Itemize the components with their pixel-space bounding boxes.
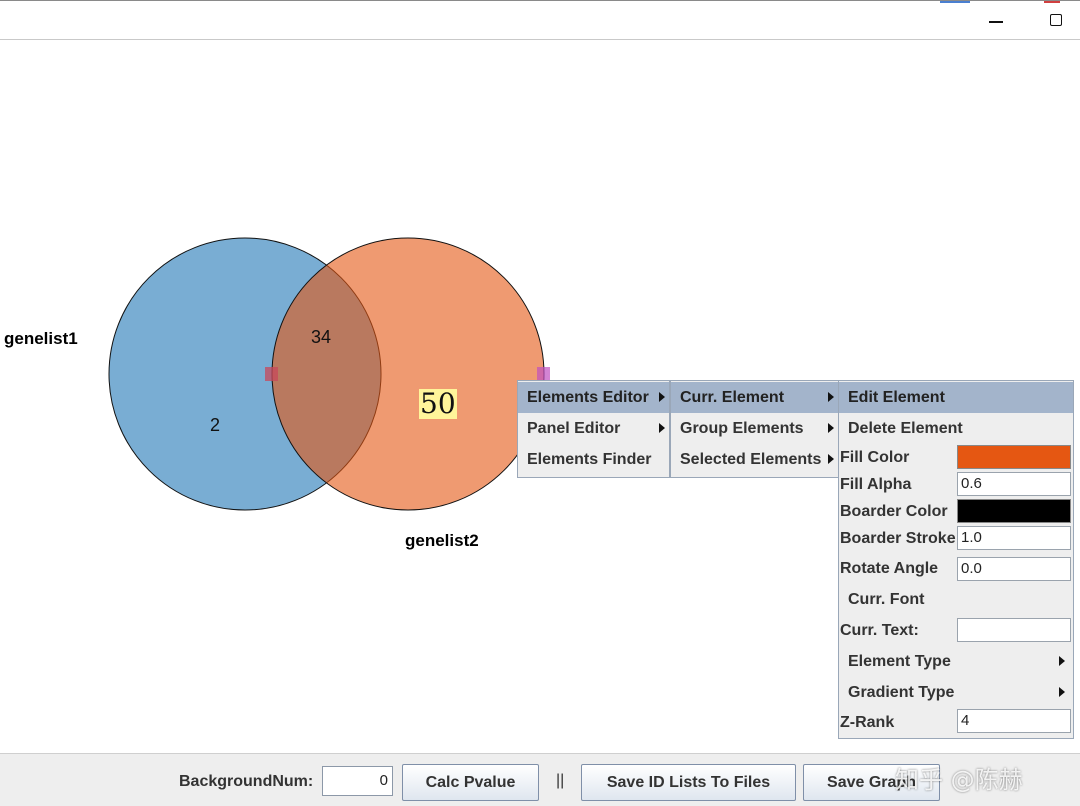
fill-color-swatch[interactable] [957,445,1071,469]
set-label-genelist2[interactable]: genelist2 [405,531,479,550]
selection-handle-left[interactable] [265,367,278,381]
border-stroke-label: Boarder Stroke [840,530,956,547]
rotate-angle-label: Rotate Angle [840,560,939,577]
menu-item-gradient-type[interactable]: Gradient Type [839,677,1073,708]
minimize-icon[interactable] [982,9,1012,33]
menu-item-curr-element[interactable]: Curr. Element [671,382,838,413]
menu-item-element-type[interactable]: Element Type [839,646,1073,677]
calc-pvalue-button[interactable]: Calc Pvalue [402,764,539,801]
menu-item-label: Gradient Type [848,684,955,701]
menu-item-curr-font[interactable]: Curr. Font [839,584,1073,615]
count-intersection[interactable]: 34 [311,327,332,347]
title-accent-red [1044,1,1060,3]
save-graph-button[interactable]: Save Graph [803,764,940,801]
fill-color-label: Fill Color [840,449,910,466]
menu-item-delete-element[interactable]: Delete Element [839,413,1073,444]
border-color-label: Boarder Color [840,503,948,520]
menu-item-label: Element Type [848,653,951,670]
curr-text-row: Curr. Text: [839,616,1073,646]
count-only-genelist2[interactable]: 50 [419,387,457,420]
menu-item-label: Elements Finder [527,451,652,468]
submenu-arrow-icon [659,392,665,402]
menu-item-label: Group Elements [680,420,804,437]
menu-item-edit-element[interactable]: Edit Element [839,382,1073,413]
menu-item-panel-editor[interactable]: Panel Editor [518,413,669,444]
submenu-arrow-icon [1059,656,1065,666]
background-num-input[interactable]: 0 [322,766,393,796]
menu-item-label: Curr. Font [848,591,925,608]
maximize-icon[interactable] [1042,9,1072,33]
z-rank-field[interactable]: 4 [957,709,1071,733]
curr-text-label: Curr. Text: [840,622,919,639]
toolbar-separator: || [556,772,565,789]
title-accent [940,1,970,3]
watermark: 知乎 @陈赫 [895,766,1023,794]
bottom-toolbar: BackgroundNum: 0 Calc Pvalue || Save ID … [0,753,1080,806]
menu-item-label: Curr. Element [680,389,785,406]
menu-item-label: Selected Elements [680,451,822,468]
border-color-swatch[interactable] [957,499,1071,523]
submenu-arrow-icon [1059,687,1065,697]
menu-item-label: Elements Editor [527,389,649,406]
submenu-arrow-icon [659,423,665,433]
context-menu: Elements Editor Panel Editor Elements Fi… [517,380,670,478]
elements-editor-submenu: Curr. Element Group Elements Selected El… [670,380,839,478]
curr-element-submenu: Edit Element Delete Element Fill Color F… [838,380,1074,739]
menu-item-label: Delete Element [848,420,963,437]
border-stroke-field[interactable]: 1.0 [957,526,1071,550]
count-only-genelist1[interactable]: 2 [210,415,221,435]
menu-item-group-elements[interactable]: Group Elements [671,413,838,444]
fill-alpha-row: Fill Alpha 0.6 [839,471,1073,498]
rotate-angle-row: Rotate Angle 0.0 [839,554,1073,584]
rotate-angle-field[interactable]: 0.0 [957,557,1071,581]
border-color-row: Boarder Color [839,498,1073,525]
selection-handle-right[interactable] [537,367,550,381]
genelist2-circle[interactable] [271,237,545,511]
border-stroke-row: Boarder Stroke 1.0 [839,525,1073,552]
z-rank-label: Z-Rank [840,714,895,731]
z-rank-row: Z-Rank 4 [839,708,1073,738]
fill-alpha-field[interactable]: 0.6 [957,472,1071,496]
fill-alpha-label: Fill Alpha [840,476,912,493]
fill-color-row: Fill Color [839,444,1073,471]
save-id-lists-button[interactable]: Save ID Lists To Files [581,764,796,801]
menu-item-elements-editor[interactable]: Elements Editor [518,382,669,413]
window-title-bar [0,0,1080,40]
curr-text-field[interactable] [957,618,1071,642]
menu-item-label: Edit Element [848,389,945,406]
submenu-arrow-icon [828,392,834,402]
menu-item-elements-finder[interactable]: Elements Finder [518,444,669,475]
set-label-genelist1[interactable]: genelist1 [4,329,78,348]
venn-diagram [108,237,550,511]
submenu-arrow-icon [828,454,834,464]
menu-item-selected-elements[interactable]: Selected Elements [671,444,838,475]
menu-item-label: Panel Editor [527,420,621,437]
submenu-arrow-icon [828,423,834,433]
background-num-label: BackgroundNum: [179,773,314,790]
